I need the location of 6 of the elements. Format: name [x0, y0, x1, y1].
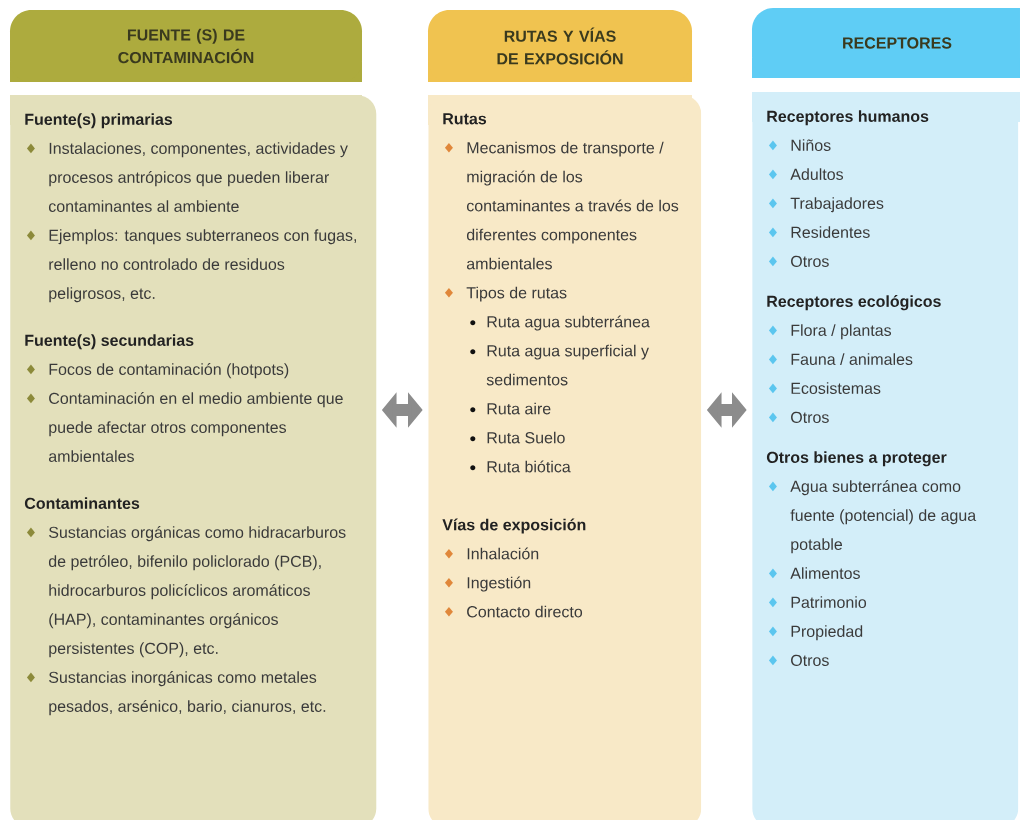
text-panel: Rutas Mecanismos de transporte / migración de los contaminantes a través de los diferentes componentes ambientales Tipos de rutas Ruta agua subterránea Ruta agua superficial y sedimentos Ruta aire Ruta Suelo Ruta biótica Vías de exposición Inhalación Ingestión Contacto directo: [428, 95, 702, 820]
column-header: RUTAS Y VÍAS DE EXPOSICIÓN: [428, 10, 692, 82]
column-header: FUENTE (S) DE CONTAMINACIÓN: [10, 10, 362, 82]
text-panel: Fuente(s) primarias Instalaciones, componentes, actividades y procesos antrópicos que pueden liberar contaminantes al ambiente Ejemplos: tanques subterraneos con fugas, relleno no controlado de residuos peligrosos, etc. Fuente(s) secundarias Focos de contaminación (hotpots) Contaminación en el medio ambiente que puede afectar otros componentes ambientales Contaminantes Sustancias orgánicas como hidracarburos de petróleo, bifenilo policlorado (PCB), hidrocarburos policíclicos aromáticos (HAP), contaminantes orgánicos persistentes (COP), etc. Sustancias inorgánicas como metales pesados, arsénico, bario, cianuros, etc.: [10, 95, 377, 820]
column-header: RECEPTORES: [752, 8, 1020, 78]
text-panel: Receptores humanos Niños Adultos Trabajadores Residentes Otros Receptores ecológicos Flora / plantas Fauna / animales Ecosistemas Otros Otros bienes a proteger Agua subterránea como fuente (potencial) de agua potable Alimentos Patrimonio Propiedad Otros: [752, 92, 1020, 820]
